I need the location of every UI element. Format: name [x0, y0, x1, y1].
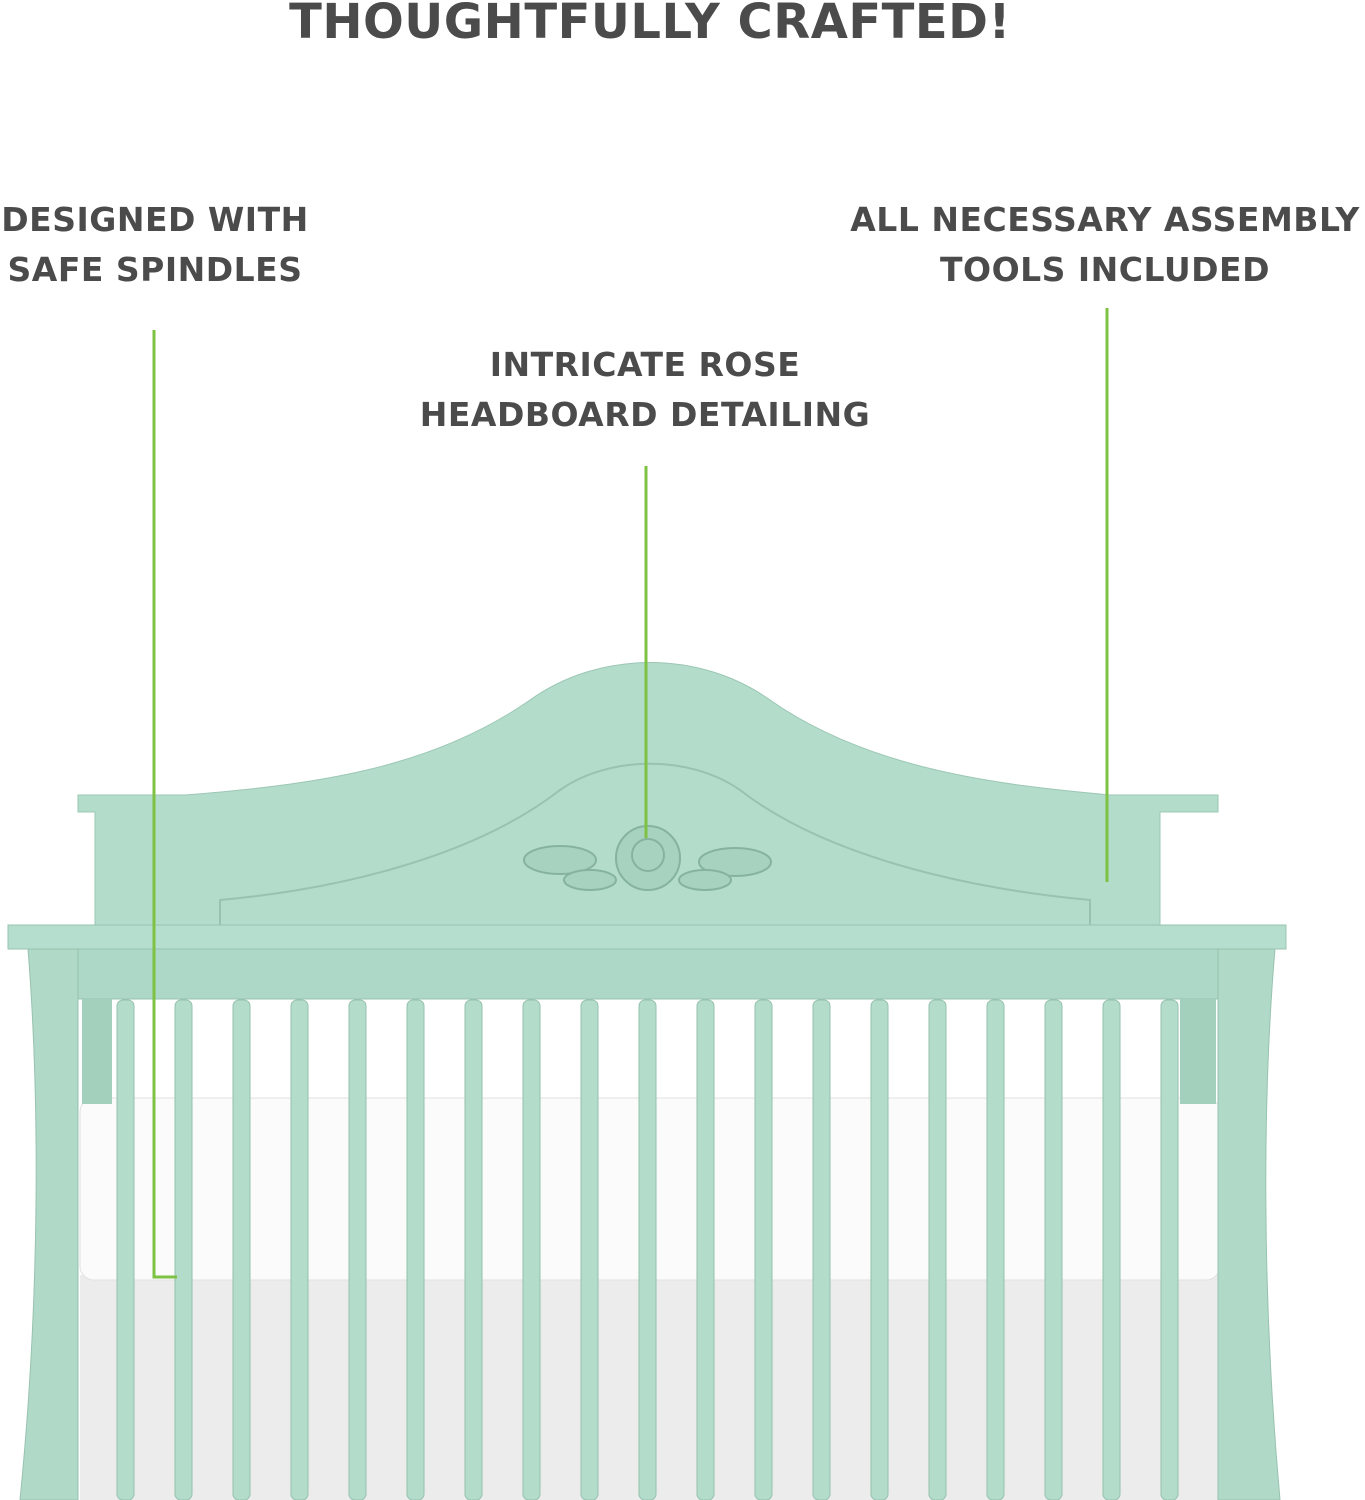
spindle — [348, 999, 367, 1500]
spindle — [754, 999, 773, 1500]
rose-carving-icon — [523, 825, 772, 891]
spindle — [464, 999, 483, 1500]
spindle — [870, 999, 889, 1500]
spindle — [696, 999, 715, 1500]
callout-line-left — [152, 330, 177, 1279]
spindle — [1160, 999, 1179, 1500]
top-rail — [7, 924, 1287, 950]
page-title: THOUGHTFULLY CRAFTED! — [289, 0, 1011, 50]
left-post — [19, 948, 79, 1500]
right-post — [1217, 948, 1281, 1500]
spindle — [986, 999, 1005, 1500]
spindles — [116, 999, 1179, 1500]
spindle — [812, 999, 831, 1500]
spindle — [406, 999, 425, 1500]
spindle — [1102, 999, 1121, 1500]
headboard — [77, 662, 1219, 931]
spindle — [928, 999, 947, 1500]
callout-rose-headboard: INTRICATE ROSE HEADBOARD DETAILING — [419, 345, 871, 434]
spindle — [1044, 999, 1063, 1500]
spindle — [290, 999, 309, 1500]
callout-assembly-tools: ALL NECESSARY ASSEMBLY TOOLS INCLUDED — [850, 200, 1360, 289]
callout-safe-spindles: DESIGNED WITH SAFE SPINDLES — [1, 200, 309, 289]
spindle — [232, 999, 251, 1500]
spindle — [638, 999, 657, 1500]
spindle — [116, 999, 135, 1500]
spindle — [522, 999, 541, 1500]
spindle — [174, 999, 193, 1500]
spindle — [580, 999, 599, 1500]
